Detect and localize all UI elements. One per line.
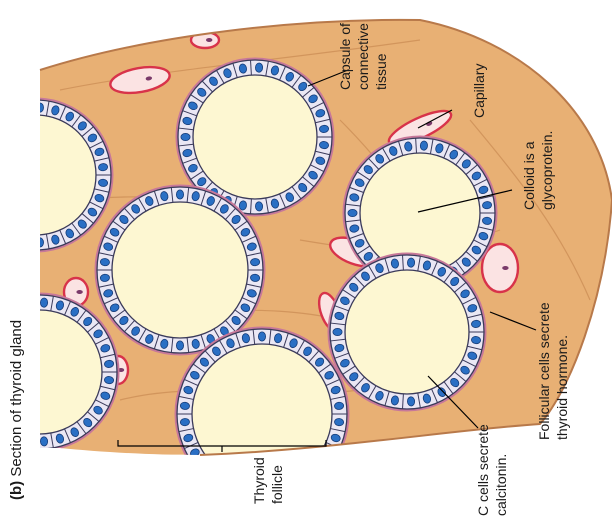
nucleus — [333, 328, 342, 335]
nucleus — [255, 63, 263, 73]
nucleus — [0, 115, 1, 127]
nucleus — [348, 209, 357, 216]
nucleus — [288, 479, 298, 490]
nucleus — [181, 133, 190, 140]
nucleus — [211, 471, 222, 483]
nucleus — [0, 223, 1, 235]
nucleus — [176, 190, 183, 199]
caption-text: Section of thyroid gland — [8, 320, 25, 477]
nucleus — [40, 437, 48, 447]
nucleus — [40, 298, 48, 308]
nucleus — [24, 298, 33, 308]
nucleus — [314, 460, 326, 472]
nucleus — [420, 141, 428, 151]
nucleus — [407, 397, 415, 407]
capsule-label: Capsule ofconnectivetissue — [336, 23, 390, 90]
nucleus — [36, 103, 44, 113]
follicular-cells-label: Follicular cells secretethyroid hormone. — [535, 302, 571, 440]
caption-part: (b) — [8, 481, 25, 500]
nucleus — [0, 310, 4, 322]
nucleus — [199, 460, 211, 472]
colloid — [345, 270, 469, 394]
nucleus — [302, 471, 313, 483]
follicle — [96, 186, 265, 355]
nucleus — [4, 231, 14, 242]
colloid — [193, 75, 317, 199]
follicle — [329, 254, 486, 411]
nucleus — [20, 236, 29, 246]
nucleus — [176, 341, 183, 350]
colloid — [112, 202, 248, 338]
colloid-label: Colloid is aglycoprotein. — [520, 131, 556, 210]
nucleus — [36, 238, 44, 248]
nucleus — [225, 479, 235, 490]
nucleus — [323, 447, 335, 458]
nucleus — [0, 422, 4, 434]
capillary-label: Capillary — [470, 64, 488, 118]
nucleus — [4, 107, 14, 118]
nucleus — [7, 303, 17, 314]
nucleus — [258, 332, 265, 341]
nucleus — [255, 202, 263, 212]
figure-caption: (b) Section of thyroid gland — [8, 320, 26, 500]
nucleus — [407, 258, 415, 268]
nucleus — [20, 103, 29, 113]
